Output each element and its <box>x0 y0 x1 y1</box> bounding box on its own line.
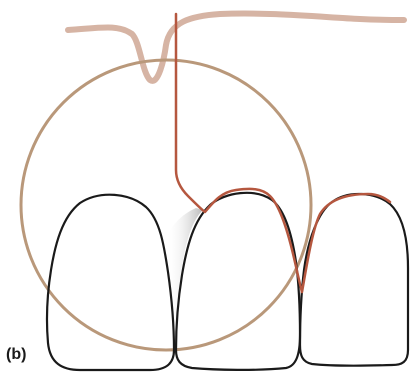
panel-label: (b) <box>6 346 26 364</box>
gingival-margin-line <box>68 14 404 81</box>
probe-line <box>176 14 390 292</box>
magnifier-circle <box>21 60 311 350</box>
right-tooth-outline <box>300 194 408 366</box>
left-tooth-outline <box>47 195 174 370</box>
